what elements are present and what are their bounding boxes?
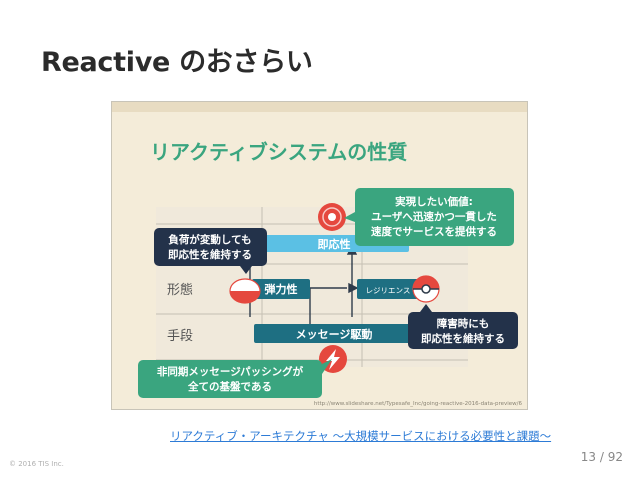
- callout-failure-line-2: 即応性を維持する: [421, 332, 505, 345]
- resilient-label: レジリエンス: [366, 286, 411, 295]
- copyright-notice: © 2016 TIS Inc.: [9, 460, 64, 468]
- page-total: 92: [607, 450, 623, 464]
- callout-load-line-2: 即応性を維持する: [168, 248, 252, 261]
- figure-source-url: http://www.slideshare.net/Typesafe_Inc/g…: [314, 401, 523, 407]
- arrow-head: [348, 282, 359, 294]
- resilient-box: [357, 279, 419, 299]
- elastic-ball-icon: [229, 278, 261, 304]
- message-driven-box: [254, 324, 414, 343]
- callout-value-line-3: 速度でサービスを提供する: [371, 225, 497, 238]
- elastic-box: [252, 279, 310, 299]
- callout-value-line-2: ユーザへ迅速かつ一貫した: [371, 210, 497, 223]
- row-label-means: 手段: [167, 329, 193, 344]
- callout-async-line-1: 非同期メッセージパッシングが: [157, 365, 304, 378]
- callout-failure-line-1: 障害時にも: [437, 317, 490, 330]
- figure-diagram: リアクティブシステムの性質 形態 手段: [112, 102, 527, 407]
- callout-async: 非同期メッセージパッシングが 全ての基盤である: [138, 359, 332, 398]
- page-current: 13: [580, 450, 597, 464]
- responsive-label: 即応性: [318, 237, 351, 251]
- touch-icon: [318, 203, 346, 231]
- slide-title: Reactive のおさらい: [41, 47, 313, 78]
- resilience-ball-icon: [412, 275, 440, 303]
- figure-top-bar: [112, 102, 527, 112]
- figure-heading: リアクティブシステムの性質: [150, 140, 407, 164]
- message-driven-label: メッセージ駆動: [296, 327, 373, 341]
- page-number: 13 / 92: [581, 450, 623, 464]
- elastic-label: 弾力性: [265, 282, 298, 296]
- callout-value: 実現したい価値: ユーザへ迅速かつ一貫した 速度でサービスを提供する: [344, 188, 514, 246]
- source-presentation-link[interactable]: リアクティブ・アーキテクチャ 〜大規模サービスにおける必要性と課題〜: [170, 429, 552, 443]
- reactive-system-figure: リアクティブシステムの性質 形態 手段: [111, 101, 528, 410]
- callout-load-line-1: 負荷が変動しても: [168, 233, 251, 246]
- figure-heading-text: リアクティブシステムの性質: [150, 140, 407, 164]
- callout-async-line-2: 全ての基盤である: [187, 380, 272, 393]
- callout-failure: 障害時にも 即応性を維持する: [408, 304, 518, 349]
- row-label-form: 形態: [167, 282, 193, 298]
- callout-load: 負荷が変動しても 即応性を維持する: [154, 228, 267, 274]
- page-separator: /: [599, 450, 604, 464]
- callout-value-line-1: 実現したい価値:: [395, 195, 473, 208]
